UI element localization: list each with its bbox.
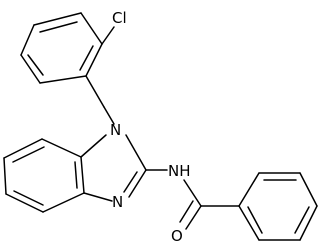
n3-atom-label: N bbox=[112, 193, 123, 211]
carbonyl-double-bond-outer bbox=[185, 205, 202, 230]
chlorophenyl-ring bbox=[20, 12, 103, 84]
ring-to-ch2-bond bbox=[85, 75, 105, 108]
chlorine-atom-label: Cl bbox=[112, 9, 127, 27]
ch2-to-n-bond bbox=[103, 106, 115, 125]
carbon-chlorine-bond bbox=[101, 26, 115, 45]
nh-to-carbonyl-bond bbox=[183, 179, 202, 207]
fused-benzene-ring bbox=[3, 138, 85, 213]
amide-nh-label: NH bbox=[168, 162, 191, 180]
n1-atom-label: N bbox=[110, 121, 121, 139]
carbonyl-oxygen-label: O bbox=[171, 227, 183, 245]
benzoyl-phenyl-ring bbox=[238, 172, 318, 241]
carbonyl-double-bond-inner bbox=[179, 200, 194, 223]
imidazole-ring bbox=[80, 134, 147, 202]
